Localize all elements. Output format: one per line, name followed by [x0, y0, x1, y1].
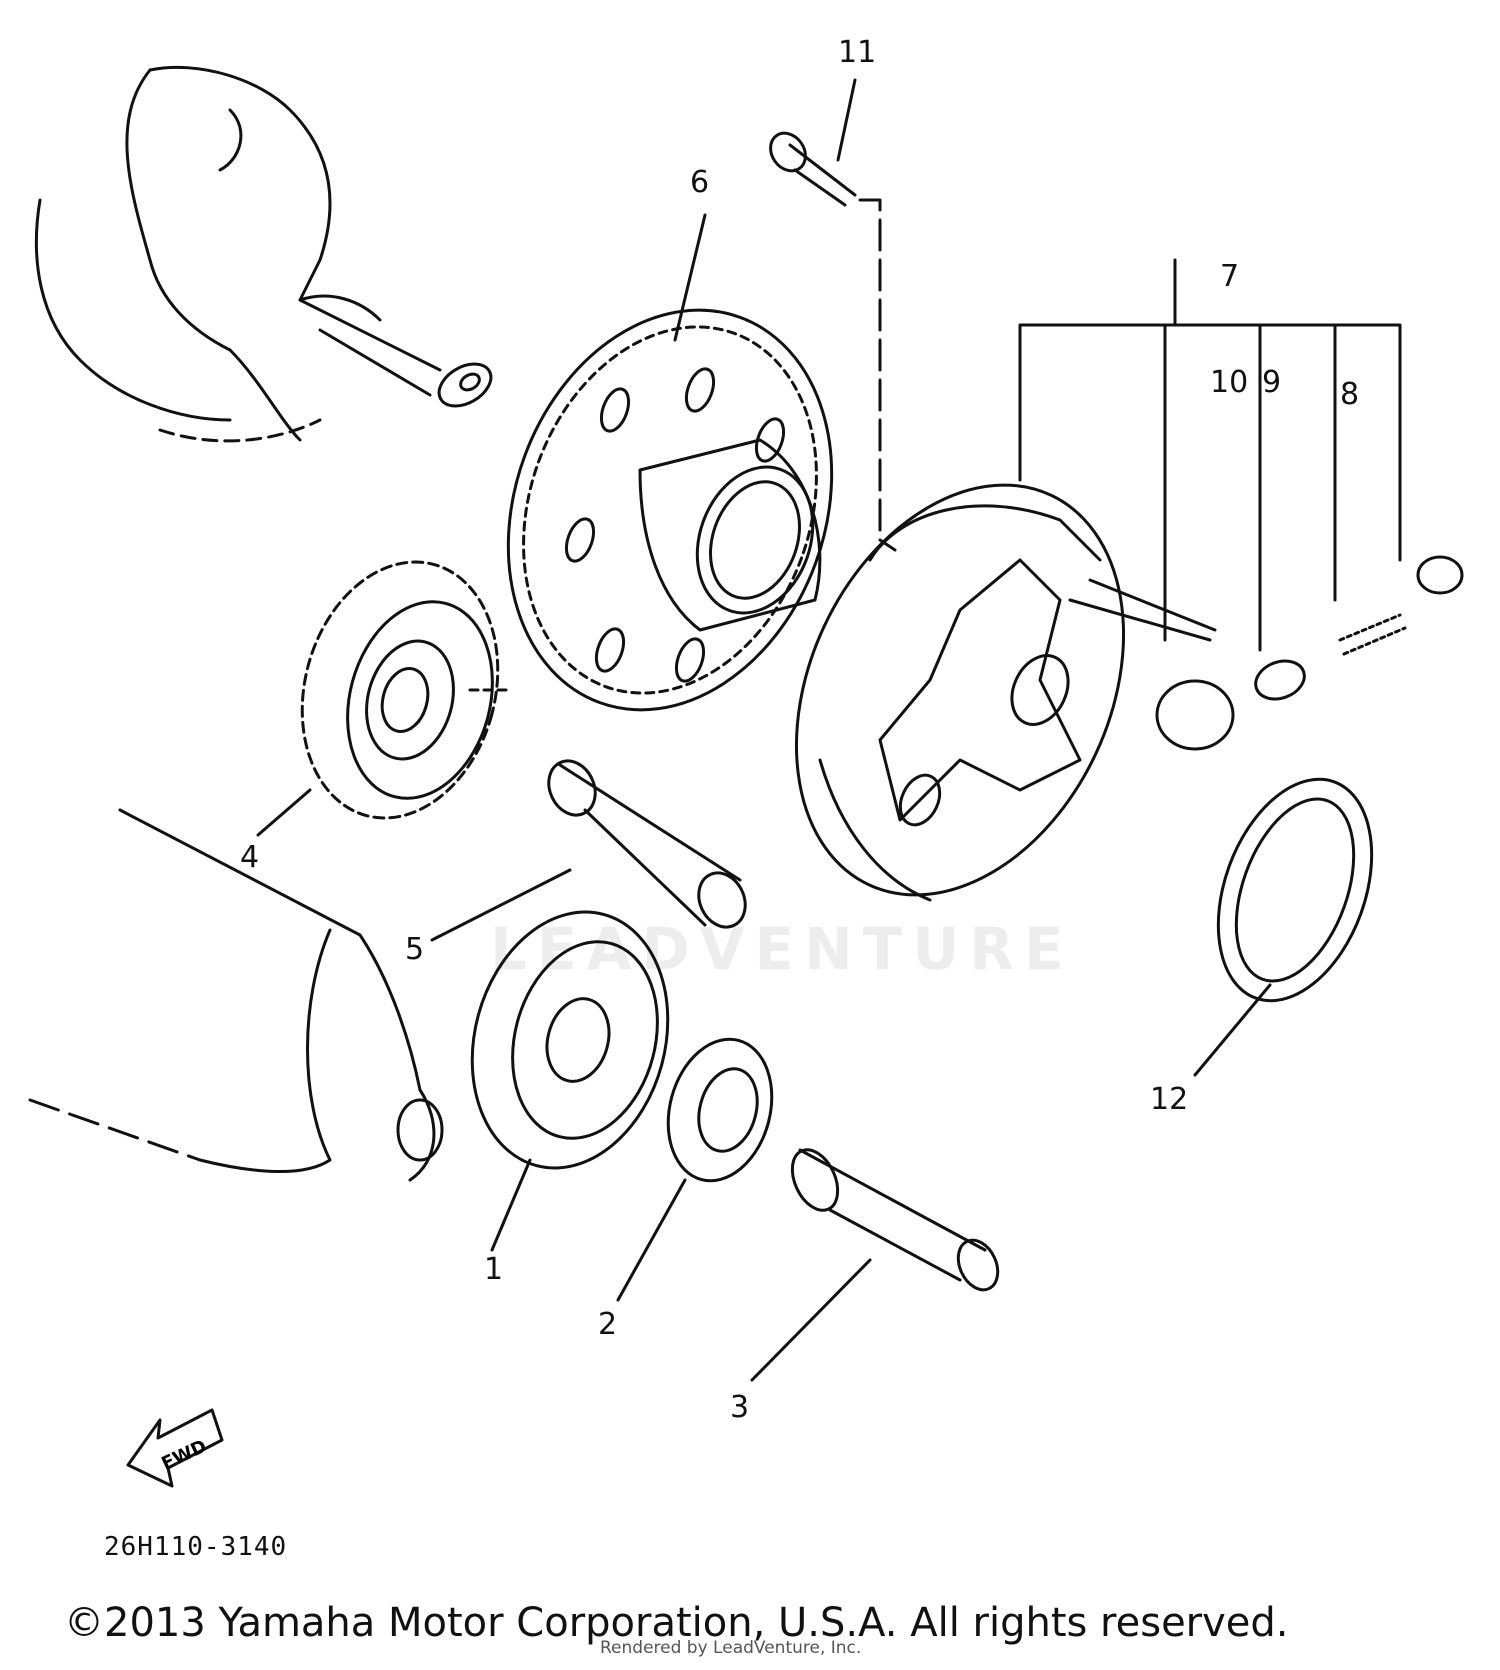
crankshaft-drawing [34, 65, 493, 443]
callout-2: 2 [598, 1307, 618, 1342]
rendered-by-note: Rendered by LeadVenture, Inc. [600, 1638, 862, 1658]
fwd-label: FWD [158, 1436, 210, 1475]
starter-clutch-gear-6 [506, 308, 834, 712]
fwd-arrow [126, 1408, 224, 1488]
roller-spring-cap [1155, 555, 1464, 751]
idler-gear-4 [256, 560, 512, 837]
starter-gear-1 [470, 910, 670, 1252]
callout-1: 1 [484, 1252, 504, 1287]
callout-10: 10 [1210, 365, 1249, 400]
leadventure-watermark: LEADVENTURE [490, 915, 1074, 983]
callout-leaders-top [836, 78, 1402, 652]
starter-clutch-assembly-7 [794, 483, 1217, 902]
callout-5: 5 [405, 932, 425, 967]
callout-11: 11 [838, 35, 877, 70]
leader-6 [673, 213, 707, 342]
starter-gear-2 [616, 1037, 774, 1302]
callout-12: 12 [1150, 1082, 1189, 1117]
callout-6: 6 [690, 165, 710, 200]
starter-motor-drawing [28, 808, 444, 1182]
callout-3: 3 [730, 1390, 750, 1425]
callout-7: 7 [1220, 259, 1240, 294]
callout-8: 8 [1340, 377, 1360, 412]
callout-9: 9 [1262, 365, 1282, 400]
drawing-code: 26H110-3140 [104, 1532, 288, 1562]
bolt-11 [769, 131, 857, 207]
copyright-notice: ©2013 Yamaha Motor Corporation, U.S.A. A… [64, 1600, 1289, 1646]
shaft-5 [430, 759, 747, 942]
callout-4: 4 [240, 840, 260, 875]
shaft-3 [750, 1148, 1000, 1382]
washer-12 [1193, 777, 1374, 1077]
